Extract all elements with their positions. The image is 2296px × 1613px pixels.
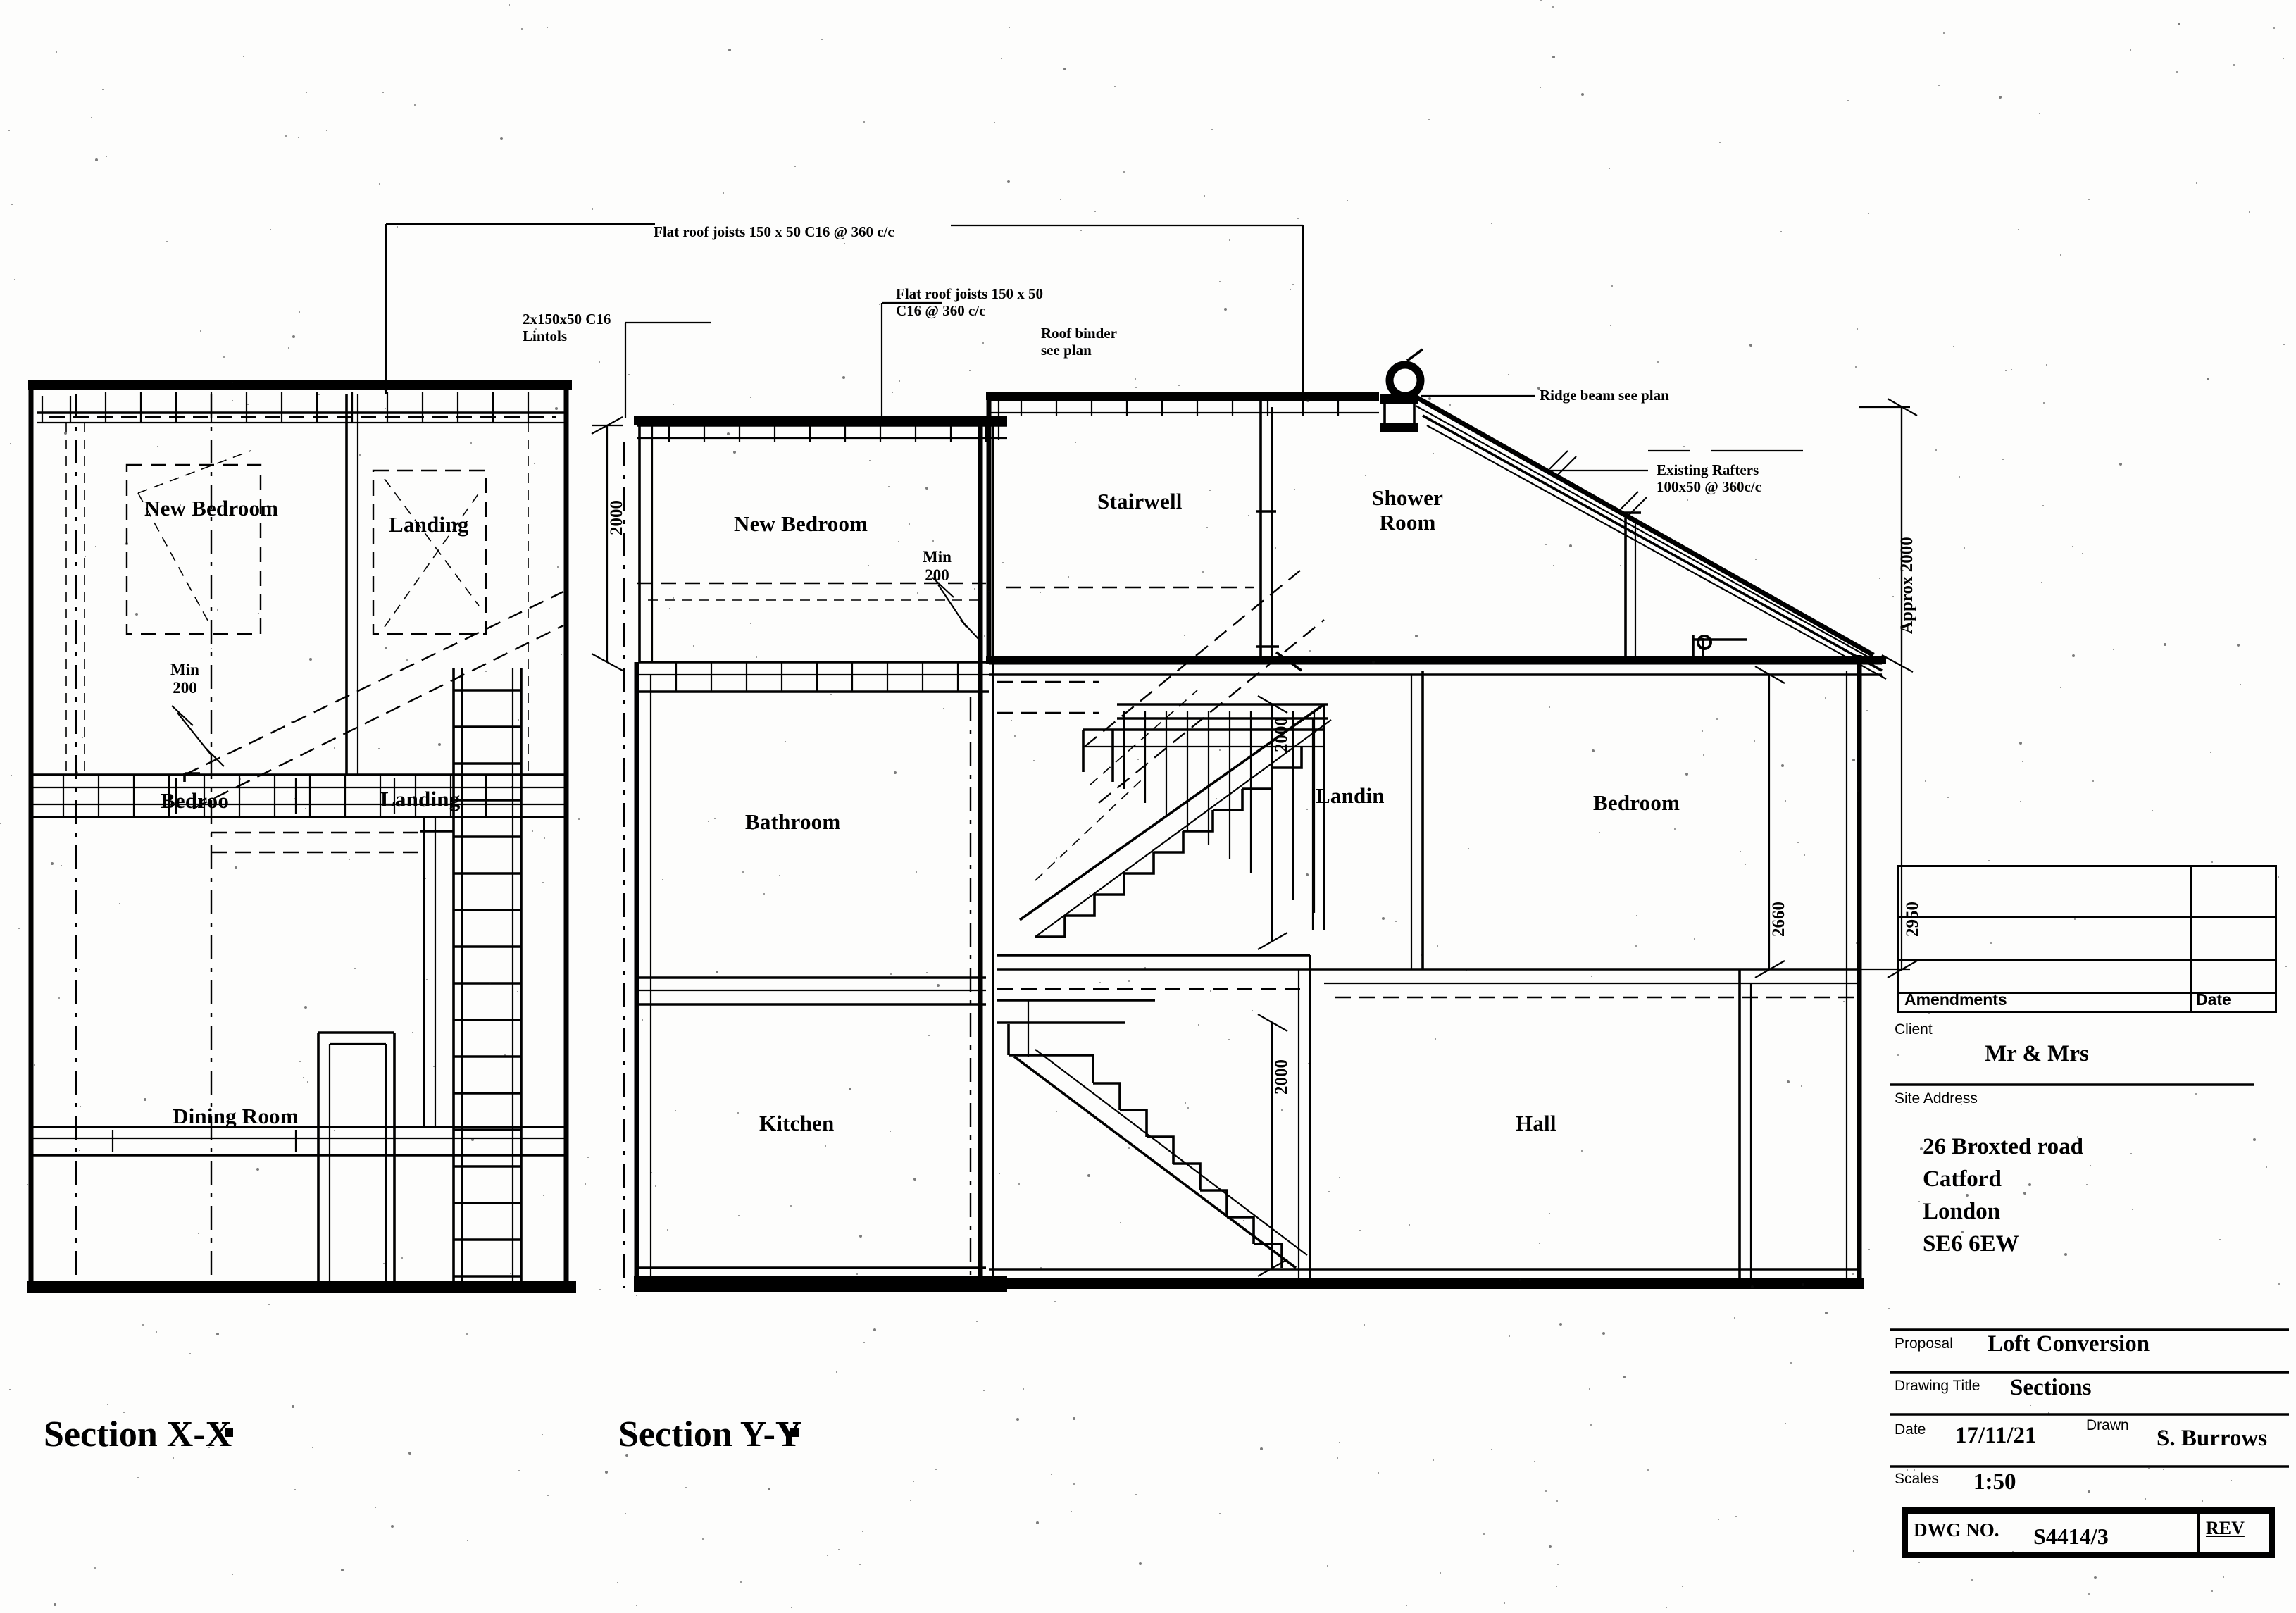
site-address-label: Site Address — [1895, 1090, 1978, 1107]
dimension-2000-stair: 2000 — [1272, 1059, 1291, 1095]
drawing-number-box: DWG NO. S4414/3 REV — [1902, 1507, 2275, 1558]
room-label-dining-room-xx: Dining Room — [173, 1104, 299, 1128]
site-address-line-3: London — [1923, 1199, 2001, 1224]
drawn-value: S. Burrows — [2157, 1426, 2268, 1451]
annotation-roof-binder: Roof binder see plan — [1041, 325, 1117, 359]
room-label-new-bedroom-xx: New Bedroom — [144, 496, 279, 521]
dimension-min-200-yy: Min 200 — [923, 548, 952, 584]
section-yy-geometry — [171, 224, 1918, 1292]
proposal-label: Proposal — [1895, 1335, 1953, 1352]
room-label-new-bedroom-yy: New Bedroom — [734, 511, 868, 536]
amendments-column-header: Amendments — [1904, 990, 2007, 1009]
annotation-ridge-beam: Ridge beam see plan — [1540, 387, 1669, 404]
annotation-flat-roof-joists-2: Flat roof joists 150 x 50 C16 @ 360 c/c — [896, 285, 1044, 319]
scales-label: Scales — [1895, 1471, 1940, 1487]
table-row — [1899, 961, 2275, 994]
dimension-min-200-xx: Min 200 — [170, 661, 199, 697]
section-title-y-y: Section Y-Y — [618, 1414, 802, 1455]
client-label: Client — [1895, 1021, 1933, 1038]
rev-column-divider — [2197, 1512, 2200, 1553]
room-label-landing-first-xx: Landing — [380, 787, 461, 811]
amendments-table: Amendments Date — [1897, 865, 2277, 1013]
dimension-2660: 2660 — [1769, 902, 1788, 937]
dimension-approx-2000: Approx 2000 — [1897, 537, 1916, 634]
room-label-shower-room-yy: Shower Room — [1372, 485, 1444, 535]
drawing-title-label: Drawing Title — [1895, 1378, 1980, 1394]
room-label-landing-loft-xx: Landing — [389, 512, 469, 537]
site-address-line-2: Catford — [1923, 1166, 2002, 1192]
room-label-hall-yy: Hall — [1516, 1111, 1556, 1135]
drawing-title-value: Sections — [2010, 1375, 2092, 1400]
site-address-line-4: SE6 6EW — [1923, 1231, 2019, 1257]
room-label-bedroom-xx: Bedroo — [161, 788, 230, 813]
date-label: Date — [1895, 1421, 1926, 1438]
annotation-existing-rafters: Existing Rafters 100x50 @ 360c/c — [1657, 461, 1762, 495]
dwg-no-value: S4414/3 — [2033, 1524, 2109, 1549]
room-label-stairwell-yy: Stairwell — [1097, 489, 1183, 513]
section-title-marks — [225, 1428, 799, 1437]
stair-yy-lower — [997, 999, 1308, 1269]
date-column-header: Date — [2196, 990, 2231, 1009]
room-label-bedroom-yy: Bedroom — [1593, 790, 1680, 815]
room-label-landing-yy: Landin — [1316, 783, 1385, 808]
dimension-2000-landing: 2000 — [1272, 717, 1291, 752]
stair-xx — [452, 668, 523, 1288]
dimension-2000-left: 2000 — [607, 500, 626, 535]
section-title-x-x: Section X-X — [44, 1414, 232, 1455]
annotation-flat-roof-joists-1: Flat roof joists 150 x 50 C16 @ 360 c/c — [654, 223, 894, 240]
site-address-line-1: 26 Broxted road — [1923, 1134, 2083, 1159]
room-label-kitchen-yy: Kitchen — [759, 1111, 835, 1135]
title-block-rules — [1890, 1083, 2289, 1468]
rev-label: REV — [2206, 1518, 2245, 1538]
stair-yy-upper — [1018, 703, 1332, 938]
date-value: 17/11/21 — [1955, 1423, 2037, 1448]
room-label-bathroom-yy: Bathroom — [745, 809, 841, 834]
table-row — [1899, 867, 2275, 918]
drawing-number-inner-frame — [1907, 1512, 2270, 1553]
annotation-lintols: 2x150x50 C16 Lintols — [523, 311, 611, 344]
drawn-label: Drawn — [2086, 1417, 2129, 1433]
section-xx-geometry — [27, 223, 711, 1293]
proposal-value: Loft Conversion — [1988, 1331, 2150, 1357]
scales-value: 1:50 — [1973, 1469, 2016, 1495]
amendments-column-divider — [2190, 867, 2192, 1011]
client-value: Mr & Mrs — [1985, 1041, 2089, 1066]
dwg-no-label: DWG NO. — [1914, 1519, 1999, 1540]
table-row — [1899, 918, 2275, 961]
